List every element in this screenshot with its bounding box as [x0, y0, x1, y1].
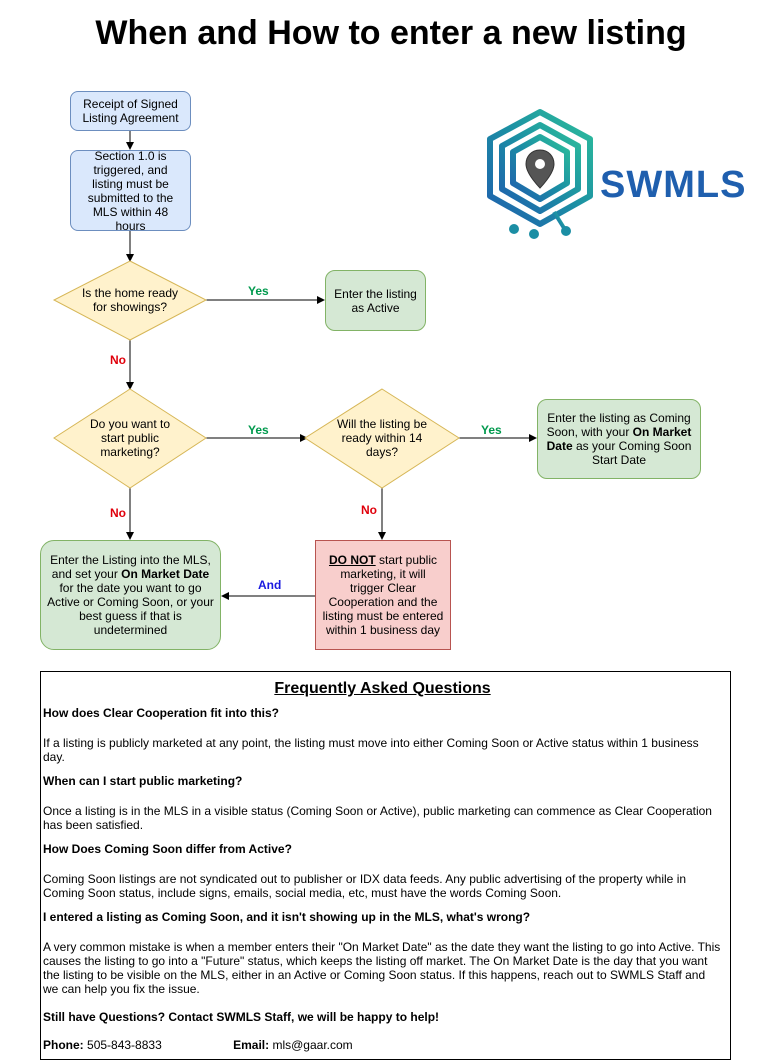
node-coming-soon-text: Enter the listing as Coming Soon, with y… — [544, 411, 694, 467]
faq-question: How Does Coming Soon differ from Active? — [43, 842, 292, 856]
label-no-public: No — [110, 506, 126, 520]
node-enter-mls-text: Enter the Listing into the MLS, and set … — [47, 553, 214, 637]
swmls-logo-text: SWMLS — [600, 164, 747, 206]
label-yes-showings: Yes — [248, 284, 269, 298]
faq-title: Frequently Asked Questions — [274, 680, 491, 697]
email-address[interactable]: mls@gaar.com — [272, 1038, 353, 1052]
diamond-14days — [304, 388, 460, 489]
faq-question: How does Clear Cooperation fit into this… — [43, 706, 280, 720]
node-section-text: Section 1.0 is triggered, and listing mu… — [87, 148, 174, 233]
faq-question: I entered a listing as Coming Soon, and … — [43, 910, 531, 924]
node-coming-soon-post: as your Coming Soon Start Date — [572, 439, 692, 467]
node-section: Section 1.0 is triggered, and listing mu… — [70, 148, 191, 233]
node-coming-soon: Enter the listing as Coming Soon, with y… — [537, 399, 701, 479]
node-enter-active: Enter the listing as Active — [325, 270, 426, 331]
email-label: Email: — [233, 1038, 270, 1052]
node-enter-mls-pre: Enter the Listing into the MLS, and set … — [50, 553, 211, 581]
node-enter-mls-post: for the date you want to go Active or Co… — [47, 581, 214, 637]
faq-answer: If a listing is publicly marketed at any… — [43, 736, 699, 764]
faq-answer: Coming Soon listings are not syndicated … — [43, 872, 687, 900]
diamond-public-text: Do you want to start public marketing? — [89, 417, 171, 459]
contact-line: Phone: 505-843-8833 Email: mls@gaar.com — [43, 1038, 722, 1052]
swmls-logo-icon — [487, 109, 593, 239]
node-receipt: Receipt of Signed Listing Agreement — [70, 91, 191, 131]
node-enter-mls-bold: On Market Date — [121, 567, 210, 581]
faq-answer: Once a listing is in the MLS in a visibl… — [43, 804, 712, 832]
node-enter-active-text: Enter the listing as Active — [334, 286, 417, 315]
label-and: And — [258, 578, 282, 592]
label-no-showings: No — [110, 353, 126, 367]
phone-number: 505-843-8833 — [87, 1038, 162, 1052]
diamond-14days-text: Will the listing be ready within 14 days… — [336, 417, 428, 459]
label-yes-public: Yes — [248, 423, 269, 437]
faq-answer: A very common mistake is when a member e… — [43, 940, 721, 996]
node-do-not: DO NOT start public marketing, it will t… — [315, 540, 451, 650]
flowchart-canvas — [52, 131, 537, 600]
faq-closing: Still have Questions? Contact SWMLS Staf… — [43, 1010, 440, 1024]
faq-box: Frequently Asked Questions How does Clea… — [40, 671, 731, 1060]
node-do-not-text: DO NOT start public marketing, it will t… — [322, 553, 444, 637]
node-coming-soon-pre: Enter the listing as Coming Soon, with y… — [546, 411, 691, 439]
diamond-showings — [52, 260, 208, 341]
label-no-14days: No — [361, 503, 377, 517]
diamond-public — [53, 388, 207, 489]
page-title: When and How to enter a new listing — [95, 14, 687, 52]
node-do-not-post: start public marketing, it will trigger … — [322, 553, 444, 637]
diamond-showings-text: Is the home ready for showings? — [81, 286, 179, 314]
node-receipt-text: Receipt of Signed Listing Agreement — [82, 97, 179, 125]
label-yes-14days: Yes — [481, 423, 502, 437]
node-enter-mls: Enter the Listing into the MLS, and set … — [40, 540, 221, 650]
faq-question: When can I start public marketing? — [43, 774, 243, 788]
email-block: Email: mls@gaar.com — [233, 1038, 353, 1052]
phone-label: Phone: — [43, 1038, 84, 1052]
node-coming-soon-bold: On Market Date — [546, 425, 692, 453]
node-do-not-emph: DO NOT — [328, 553, 376, 567]
